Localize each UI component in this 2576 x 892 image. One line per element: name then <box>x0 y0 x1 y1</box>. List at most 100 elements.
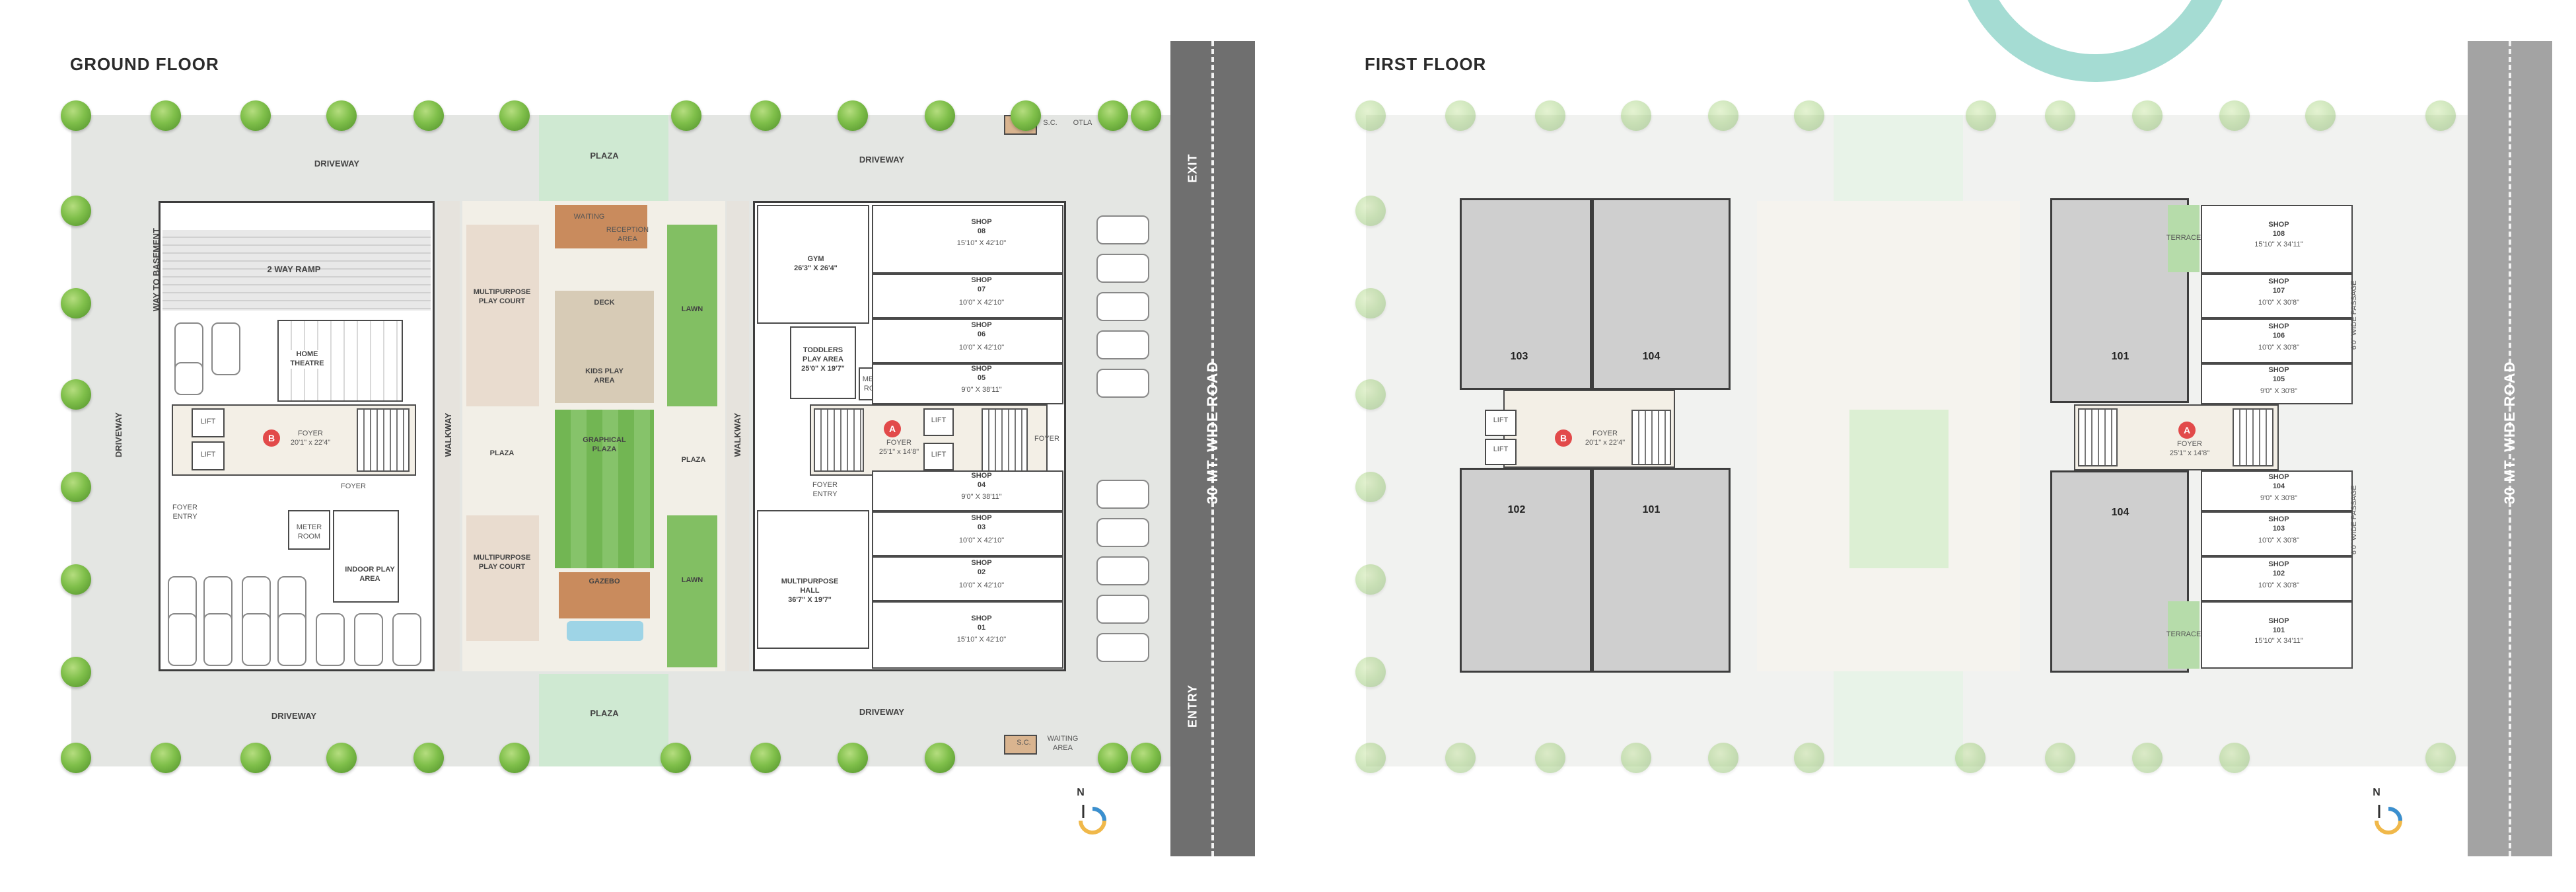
waiting-reception <box>555 205 647 248</box>
shop-05-size: 9'0" X 38'11" <box>961 386 1002 394</box>
tree <box>61 288 91 318</box>
tree <box>1794 743 1824 773</box>
tree <box>326 100 357 131</box>
tree <box>499 100 530 131</box>
tree <box>1355 379 1386 410</box>
shop-107-size: 10'0" X 30'8" <box>2258 299 2300 307</box>
toddlers-label: TODDLERS PLAY AREA 25'0" X 19'7" <box>801 346 845 373</box>
tree <box>1355 100 1386 131</box>
multipurpose-court-top <box>466 225 539 406</box>
tree <box>61 379 91 410</box>
flat-102 <box>1460 468 1592 673</box>
shop-01-name: SHOP 01 <box>971 614 992 632</box>
stairs-first-a-left <box>2078 408 2118 466</box>
tree <box>1098 743 1128 773</box>
deck-label: DECK <box>594 299 615 307</box>
otla-label: OTLA <box>1073 119 1092 127</box>
foyer-b-first-label: FOYER 20'1" x 22'4" <box>1585 429 1626 447</box>
lift-label-4: LIFT <box>931 451 947 459</box>
tree <box>1355 472 1386 502</box>
multipurpose-hall-label: MULTIPURPOSE HALL 36'7" X 19'7" <box>781 577 839 604</box>
tree <box>1708 743 1738 773</box>
tree <box>1535 100 1565 131</box>
tree <box>240 100 271 131</box>
north-compass-first: N <box>2369 786 2408 839</box>
shop-08-size: 15'10" X 42'10" <box>956 239 1007 247</box>
stairs-a-right <box>982 408 1028 472</box>
tree <box>413 100 444 131</box>
multipurpose-hall <box>757 510 869 649</box>
kids-play-label: KIDS PLAY AREA <box>585 367 624 385</box>
shop-107-name: SHOP 107 <box>2268 278 2289 295</box>
lift-4 <box>923 443 954 470</box>
tree <box>61 100 91 131</box>
gazebo <box>559 572 650 618</box>
shop-102 <box>2201 556 2353 601</box>
walkway-label-left: WALKWAY <box>443 412 453 457</box>
multipurpose-court-label-bottom: MULTIPURPOSE PLAY COURT <box>473 554 531 571</box>
tree <box>925 743 955 773</box>
tree <box>499 743 530 773</box>
ramp <box>162 230 431 311</box>
tree <box>61 743 91 773</box>
tree <box>2045 743 2075 773</box>
driveway-label-top-left: DRIVEWAY <box>314 159 360 168</box>
shop-103-size: 10'0" X 30'8" <box>2258 537 2300 544</box>
plaza-label-east: PLAZA <box>681 456 706 464</box>
flat-101-b-label: 101 <box>1642 504 1661 515</box>
shop-06-size: 10'0" X 42'10" <box>958 344 1005 352</box>
tree <box>2132 100 2163 131</box>
tree <box>2219 743 2250 773</box>
tree <box>1131 743 1161 773</box>
parking-car <box>1096 633 1149 662</box>
shop-06 <box>872 318 1063 363</box>
north-label: N <box>1077 787 1085 798</box>
lift-first-label-1: LIFT <box>1493 416 1509 424</box>
tree <box>750 100 781 131</box>
parking-car <box>174 362 203 395</box>
flat-101-a-label: 101 <box>2111 351 2129 362</box>
deck <box>555 291 654 403</box>
passage-label-top: 6'0" WIDE PASSAGE <box>2350 280 2359 350</box>
tree <box>413 743 444 773</box>
shop-104-size: 9'0" X 30'8" <box>2260 494 2298 502</box>
shop-04-name: SHOP 04 <box>971 472 992 489</box>
walkway-label-right: WALKWAY <box>732 412 742 457</box>
meter-room-label-left: METER ROOM <box>296 523 322 540</box>
tree <box>240 743 271 773</box>
shop-105-name: SHOP 105 <box>2268 366 2289 383</box>
tree <box>838 100 868 131</box>
ground-floor-title: GROUND FLOOR <box>70 54 219 74</box>
lawn-top <box>667 225 717 406</box>
stairs-first-b <box>1631 410 1671 465</box>
shop-105 <box>2201 363 2353 404</box>
tree <box>61 564 91 595</box>
shop-105-size: 9'0" X 30'8" <box>2260 387 2298 395</box>
toddlers-play-area <box>790 326 856 399</box>
parking-car <box>1096 330 1149 359</box>
indoor-play-label: INDOOR PLAY AREA <box>345 566 395 583</box>
tree <box>1621 743 1651 773</box>
stairs-a-left <box>814 408 864 472</box>
graphical-plaza-label: GRAPHICAL PLAZA <box>583 436 626 453</box>
flat-102-label: 102 <box>1507 504 1526 515</box>
tree <box>1355 564 1386 595</box>
parking-car <box>168 613 197 666</box>
tree <box>151 100 181 131</box>
parking-car <box>1096 292 1149 321</box>
water-feature <box>567 621 643 641</box>
shop-02-size: 10'0" X 42'10" <box>958 581 1005 589</box>
shop-07-name: SHOP 07 <box>971 276 992 293</box>
shop-07 <box>872 274 1063 318</box>
badge-a: A <box>884 420 901 437</box>
tree <box>1955 743 1986 773</box>
lawn-label-bottom: LAWN <box>681 576 703 584</box>
road-ground <box>1170 41 1255 856</box>
first-floor-lawn-ghost <box>1849 410 1949 568</box>
foyer-entry-label-right: FOYER ENTRY <box>812 481 838 498</box>
shop-01 <box>872 601 1063 669</box>
road-label-first: 30 MT. WIDE ROAD <box>2501 361 2518 504</box>
shop-102-name: SHOP 102 <box>2268 560 2289 577</box>
passage-label-bottom: 6'0" WIDE PASSAGE <box>2350 485 2359 555</box>
terrace-label-top: TERRACE <box>2166 234 2201 242</box>
